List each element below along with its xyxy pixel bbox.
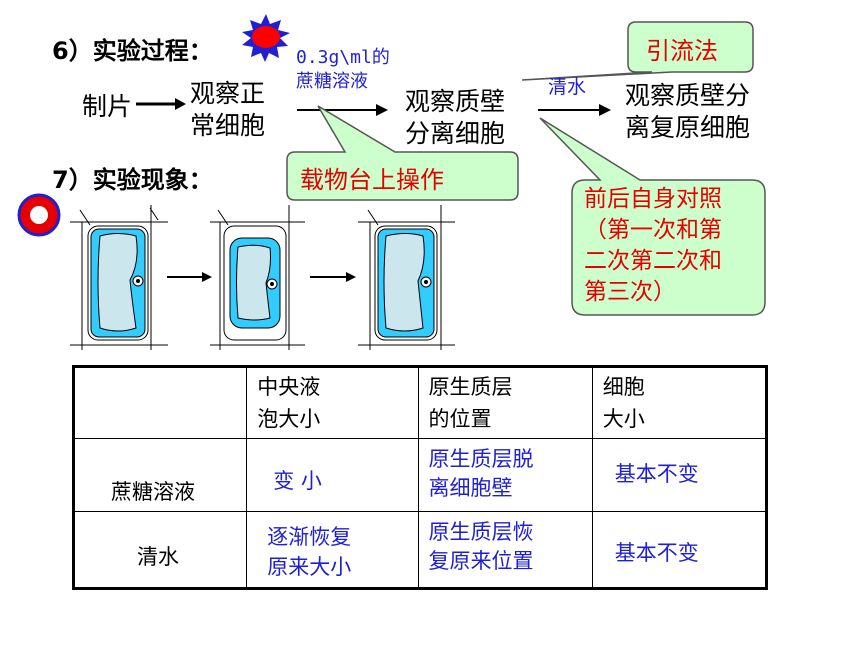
table-header-row: 中央液 泡大小 原生质层 的位置 细胞 大小	[71, 365, 769, 439]
step-observe-plasmolysis: 观察质壁 分离细胞	[405, 86, 535, 150]
cell-sucrose-size: 基本不变	[591, 438, 769, 512]
cell-water-vacuole-line2: 原来大小	[267, 555, 352, 579]
cell-sucrose-vacuole: 变 小	[246, 438, 419, 512]
callout-control	[539, 117, 766, 316]
arrow-cell1-to-cell2	[167, 272, 212, 282]
cell-sucrose-protoplast: 原生质层脱 离细胞壁	[417, 438, 593, 512]
callout-drainage	[521, 21, 754, 81]
reagent-sucrose-line2: 蔗糖溶液	[296, 71, 368, 92]
header-protoplast-line2: 的位置	[428, 407, 492, 431]
step-observe-normal-line2: 常细胞	[190, 111, 266, 140]
table-row: 清水 逐渐恢复 原来大小 原生质层恢 复原来位置 基本不变	[71, 511, 769, 590]
observation-table: 中央液 泡大小 原生质层 的位置 细胞 大小 蔗糖溶液 变 小 原生质层脱	[71, 365, 769, 590]
starburst-icon	[242, 14, 290, 62]
cell-normal	[70, 205, 168, 350]
header-protoplast-line1: 原生质层	[428, 375, 513, 399]
arrow-cell2-to-cell3	[310, 272, 356, 282]
callout-control-line1: 前后自身对照	[584, 186, 722, 212]
cell-water-protoplast: 原生质层恢 复原来位置	[417, 511, 593, 590]
callout-control-label: 前后自身对照 （第一次和第 二次第二次和 第三次）	[584, 184, 764, 308]
cell-sucrose-size-text: 基本不变	[614, 462, 699, 486]
cell-sucrose-protoplast-line2: 离细胞壁	[428, 476, 513, 500]
row-label-sucrose: 蔗糖溶液	[71, 438, 248, 512]
cell-water-vacuole: 逐渐恢复 原来大小	[246, 511, 419, 590]
step-observe-plasmolysis-line2: 分离细胞	[405, 119, 506, 148]
row-label-sucrose-text: 蔗糖溶液	[111, 480, 195, 504]
step-observe-recovery: 观察质壁分 离复原细胞	[625, 80, 775, 144]
cell-sucrose-protoplast-line1: 原生质层脱	[428, 447, 534, 471]
header-vacuole-line1: 中央液	[257, 375, 321, 399]
row-label-water: 清水	[71, 511, 248, 590]
phenomenon-heading: 7）实验现象：	[52, 166, 213, 194]
callout-stage-label: 载物台上操作	[300, 166, 444, 194]
step-observe-plasmolysis-line1: 观察质壁	[405, 87, 506, 116]
step-observe-recovery-line1: 观察质壁分	[625, 81, 751, 110]
arrow-slice-to-normal	[136, 98, 186, 110]
arrow-normal-to-plasmolysis	[297, 104, 388, 116]
reagent-water: 清水	[548, 76, 587, 98]
step-observe-recovery-line2: 离复原细胞	[625, 113, 751, 142]
callout-control-line3: 二次第二次和	[584, 248, 722, 274]
callout-control-line4: 第三次）	[584, 279, 676, 305]
reagent-sucrose-line1: 0.3g\ml的	[296, 47, 390, 68]
header-cell-line2: 大小	[602, 407, 645, 431]
header-protoplast-position: 原生质层 的位置	[417, 365, 593, 439]
ring-icon	[17, 193, 61, 237]
header-vacuole-size: 中央液 泡大小	[246, 365, 419, 439]
step-slice: 制片	[82, 92, 133, 121]
callout-control-line2: （第一次和第	[584, 217, 722, 243]
reagent-sucrose: 0.3g\ml的 蔗糖溶液	[296, 46, 416, 94]
step-observe-normal: 观察正 常细胞	[190, 78, 300, 142]
cell-water-vacuole-line1: 逐渐恢复	[267, 525, 352, 549]
cell-water-size-text: 基本不变	[614, 541, 699, 565]
cell-water-protoplast-line2: 复原来位置	[428, 549, 534, 573]
table-corner-cell	[71, 365, 248, 439]
cell-water-protoplast-line1: 原生质层恢	[428, 520, 534, 544]
callout-drainage-label: 引流法	[646, 37, 718, 65]
callout-stage	[286, 105, 519, 201]
arrow-plasmolysis-to-recovery	[538, 104, 611, 116]
step-observe-normal-line1: 观察正	[190, 79, 266, 108]
header-vacuole-line2: 泡大小	[257, 407, 321, 431]
table-row: 蔗糖溶液 变 小 原生质层脱 离细胞壁 基本不变	[71, 438, 769, 512]
header-cell-line1: 细胞	[602, 375, 645, 399]
row-label-water-text: 清水	[137, 545, 179, 569]
cell-sucrose-vacuole-text: 变 小	[273, 469, 322, 493]
cell-recovered	[358, 205, 455, 350]
process-heading: 6）实验过程：	[52, 37, 213, 65]
cell-plasmolysed	[210, 205, 305, 350]
header-cell-size: 细胞 大小	[591, 365, 769, 439]
cell-water-size: 基本不变	[591, 511, 769, 590]
